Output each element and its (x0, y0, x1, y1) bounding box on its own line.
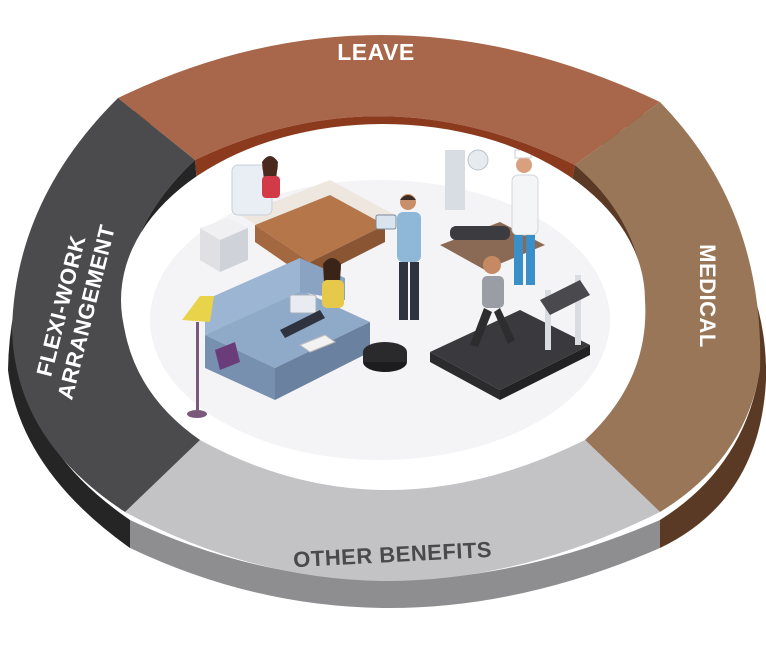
treadmill-runner-icon (430, 256, 590, 400)
flexi-work-segment[interactable] (12, 98, 200, 512)
medical-segment[interactable] (575, 102, 761, 512)
dentist-chair-icon (440, 149, 545, 285)
other-benefits-segment[interactable] (125, 440, 660, 581)
doctor-icon (375, 194, 421, 320)
illustration (150, 149, 610, 460)
leave-segment[interactable] (118, 34, 660, 165)
weight-plate-icon (363, 342, 407, 372)
sofa-laptop-icon (205, 258, 370, 400)
flexi-work-label: FLEXI-WORK ARRANGEMENT (31, 222, 120, 402)
other-benefits-side (130, 520, 660, 608)
medical-label: MEDICAL (695, 244, 720, 348)
leave-label: LEAVE (337, 39, 414, 65)
floor-lamp-icon (182, 296, 214, 418)
